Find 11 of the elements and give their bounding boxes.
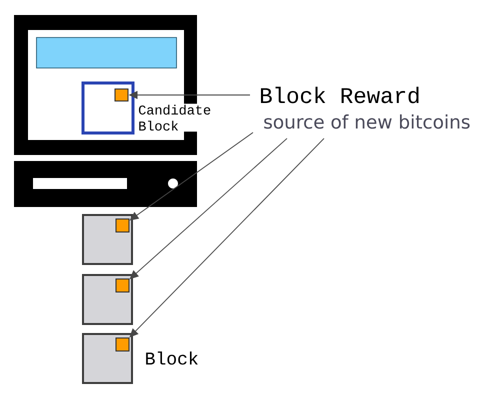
block-label: Block (146, 351, 198, 365)
block-box (82, 214, 133, 265)
reward-square (116, 278, 130, 292)
reward-square (116, 338, 130, 352)
block-box (82, 274, 133, 325)
callout-note: source of new bitcoins (264, 114, 470, 129)
reward-square (116, 218, 130, 232)
callout-label: Block Reward (260, 86, 418, 104)
arrow (130, 132, 254, 220)
reward-square (114, 88, 128, 102)
block-label: Candidate Block (137, 104, 214, 132)
